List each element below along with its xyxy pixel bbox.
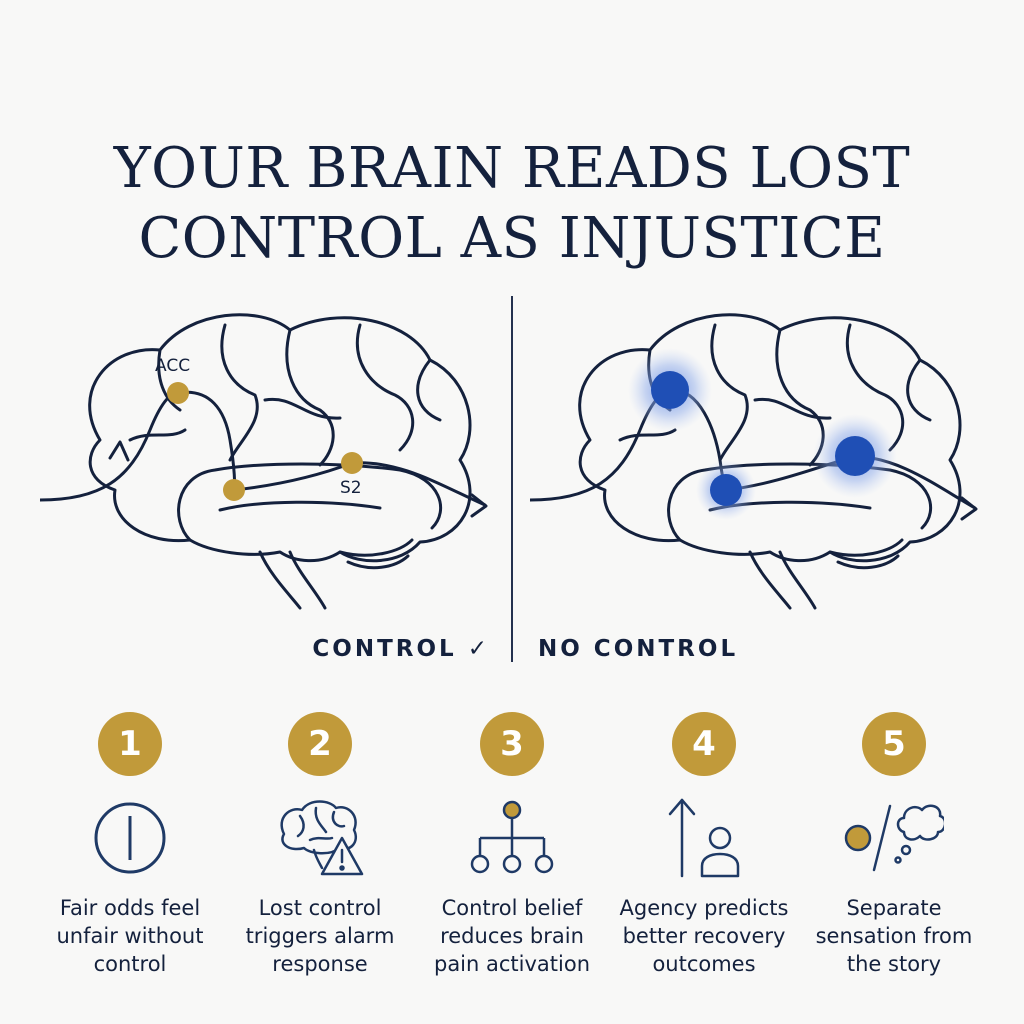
page-title: YOUR BRAIN READS LOST CONTROL AS INJUSTI… bbox=[0, 134, 1024, 274]
step-3: 3 Control belief reduces brain pain acti… bbox=[417, 712, 607, 978]
arrow-up-person-icon bbox=[668, 798, 740, 878]
step-1-text: Fair odds feel unfair without control bbox=[56, 896, 204, 976]
step-5-number: 5 bbox=[862, 712, 926, 776]
step-4: 4 Agency predicts better recovery outcom… bbox=[609, 712, 799, 978]
step-4-number: 4 bbox=[672, 712, 736, 776]
panel-divider bbox=[511, 296, 513, 662]
step-2-text: Lost control triggers alarm response bbox=[245, 896, 395, 976]
label-control: CONTROL ✓ bbox=[312, 636, 490, 662]
step-3-number: 3 bbox=[480, 712, 544, 776]
step-4-text: Agency predicts better recovery outcomes bbox=[619, 896, 789, 976]
middle-marker bbox=[223, 479, 245, 501]
step-1: 1 Fair odds feel unfair without control bbox=[35, 712, 225, 978]
step-3-text: Control belief reduces brain pain activa… bbox=[433, 896, 591, 976]
title-line-2: CONTROL AS INJUSTICE bbox=[138, 205, 886, 271]
label-no-control: NO CONTROL bbox=[538, 636, 739, 662]
glow-marker-lower bbox=[710, 474, 742, 506]
step-2: 2 Lost control triggers alarm response bbox=[225, 712, 415, 978]
step-2-number: 2 bbox=[288, 712, 352, 776]
circle-line-icon bbox=[94, 802, 166, 874]
step-5: 5 Separate sensation from the story bbox=[799, 712, 989, 978]
glow-marker-upper bbox=[651, 371, 689, 409]
s2-label: S2 bbox=[340, 478, 362, 498]
s2-marker bbox=[341, 452, 363, 474]
glow-marker-right bbox=[835, 436, 875, 476]
dot-slash-thought-icon bbox=[844, 804, 944, 872]
hierarchy-icon bbox=[470, 800, 554, 874]
brain-warning-icon bbox=[280, 800, 364, 876]
brain-no-control-diagram bbox=[530, 313, 978, 610]
step-1-number: 1 bbox=[98, 712, 162, 776]
acc-label: ACC bbox=[155, 356, 191, 376]
step-5-text: Separate sensation from the story bbox=[815, 896, 973, 976]
title-line-1: YOUR BRAIN READS LOST bbox=[113, 135, 911, 201]
acc-marker bbox=[167, 382, 189, 404]
brain-control-diagram bbox=[40, 313, 488, 610]
